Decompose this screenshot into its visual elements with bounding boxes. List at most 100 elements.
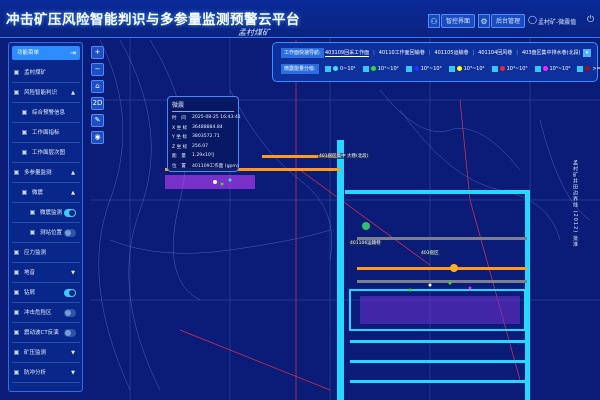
layer-toggle[interactable] [64, 229, 76, 237]
sensor-icon: ▣ [29, 209, 36, 216]
sidebar-item[interactable]: ▣ 冲击危险区 [12, 303, 80, 323]
sidebar-item[interactable]: ▣矿压监测▼ [12, 343, 80, 363]
sidebar-item-label: 工作面层次图 [32, 150, 66, 156]
map-label: 401106运输巷 [349, 240, 382, 246]
nav-label: 工作面快速导航: [281, 48, 324, 58]
nav-link[interactable]: 401104回风巷 [478, 50, 513, 56]
popup-title: 微震 [172, 100, 234, 112]
layer-toggle[interactable] [64, 329, 76, 337]
sidebar-item[interactable]: ▣测站位置 [12, 223, 80, 243]
palette-icon[interactable]: ◉ [91, 131, 104, 144]
popup-key: Z 坐 标 [172, 144, 188, 150]
boundary-label: 孟村矿井田边界线 (2012) 批准 [572, 160, 578, 248]
home-icon[interactable]: ⌂ [91, 80, 104, 93]
energy-dot-icon [499, 66, 505, 71]
energy-dot-icon [333, 66, 338, 71]
control-interface-button[interactable]: 智控界面 [441, 14, 476, 28]
hazard-icon: ▣ [13, 309, 20, 316]
sidebar-item-label: 冲击危险区 [24, 310, 52, 316]
chevron-icon[interactable]: ▼ [71, 270, 75, 276]
pen-icon[interactable]: ✎ [91, 114, 104, 127]
target-icon: ▣ [21, 149, 28, 156]
legend-item[interactable]: >=10⁷ [577, 64, 600, 74]
sidebar-item[interactable]: ▣地音▼ [12, 263, 80, 283]
sidebar-item[interactable]: ▣钻屑 [12, 283, 80, 303]
sidebar-item[interactable]: ▣风险智能判识▲ [12, 83, 80, 103]
sidebar-item-label: 微震监测 [40, 210, 63, 216]
zoom-out-icon[interactable]: − [91, 63, 104, 76]
energy-dot-icon [456, 66, 462, 71]
layer-toggle[interactable] [64, 309, 76, 317]
chevron-icon[interactable]: ▼ [71, 350, 75, 356]
collapse-menu-icon[interactable]: ⇥ [70, 49, 76, 57]
sidebar-item[interactable]: ▣多参量监测▲ [12, 163, 80, 183]
header: 冲击矿压风险智能判识与多参量监测预警云平台 孟村煤矿 ⚇ 智控界面 ⚙ 后台管理… [0, 0, 600, 38]
menu-header[interactable]: 功能菜单⇥ [12, 46, 80, 60]
mine-name: 孟村煤矿 [238, 28, 270, 37]
map-label: 403盘区 [420, 250, 440, 256]
legend-label: 10²~10³ [420, 66, 442, 72]
popup-value: 401109工作面 (gpm) [192, 163, 239, 169]
sidebar-item-label: 多参量监测 [24, 170, 52, 176]
sidebar-item[interactable]: ▣ 微震监测 [12, 203, 80, 223]
legend-label: >=10⁷ [592, 66, 600, 72]
popup-key: 时 间 [172, 116, 186, 121]
checkbox[interactable] [405, 65, 412, 72]
energy-dot-icon [585, 66, 591, 71]
layer-toggle[interactable] [64, 209, 76, 217]
sidebar-item[interactable]: ▣ 工作面层次图 [12, 143, 80, 163]
legend-item[interactable]: 10²~10³ [405, 64, 442, 74]
legend-item[interactable]: 10³~10⁴ [448, 64, 485, 74]
nav-link[interactable]: 40110工作面回输巷 [378, 50, 425, 56]
legend-item[interactable]: 10⁴~10⁵ [491, 64, 528, 74]
sidebar-item[interactable]: ▣ 微震 ▲ [12, 183, 80, 203]
checkbox[interactable] [325, 65, 331, 72]
layer-toggle[interactable] [64, 289, 76, 297]
checkbox[interactable] [362, 65, 369, 72]
sidebar-item[interactable]: ▣应力监测 [12, 243, 80, 263]
checkbox[interactable] [577, 65, 584, 72]
checkbox[interactable] [534, 65, 541, 72]
checkbox[interactable] [491, 65, 498, 72]
nav-link[interactable]: 403盘区集中排水巷(北段) [521, 50, 581, 56]
power-icon[interactable]: ⏻ [587, 15, 595, 25]
navigation-panel: 工作面快速导航: 403109回采工作面|40110工作面回输巷|401105运… [272, 42, 600, 82]
microseismic-events [213, 178, 472, 292]
legend-label: 10⁵~10⁶ [549, 66, 571, 72]
cluster-icon: ▣ [21, 189, 28, 196]
home-icon: ▣ [13, 69, 20, 76]
popup-value: 1.29x10³J [192, 153, 214, 159]
chevron-icon[interactable]: ▲ [71, 170, 75, 176]
sidebar-item[interactable]: ▣震动波CT反演 [12, 323, 80, 343]
sidebar-item-label: 风险智能判识 [24, 90, 58, 96]
nav-link[interactable]: 403109回采工作面 [325, 50, 370, 57]
sidebar-item[interactable]: ▣综合预警信息 [12, 103, 80, 123]
sidebar-item[interactable]: ▣防冲分析▼ [12, 363, 80, 383]
sidebar-item[interactable]: ▣工作面指标 [12, 123, 80, 143]
legend-label: 0~10¹ [340, 66, 356, 72]
checkbox[interactable] [448, 65, 455, 72]
user-name[interactable]: 孟村矿-微震值 [538, 19, 577, 26]
sidebar-item-label: 微震 [32, 190, 44, 196]
expand-icon[interactable]: ▾ [583, 49, 591, 57]
roadways [165, 140, 530, 400]
chevron-icon[interactable]: ▲ [71, 190, 75, 196]
popup-value: 2025-08-25 16:43:41 [192, 115, 241, 120]
chevron-icon[interactable]: ▼ [71, 370, 75, 376]
sidebar-item[interactable]: ▣ 孟村煤矿 [12, 63, 80, 83]
nav-link[interactable]: 401105运输巷 [434, 50, 469, 56]
legend-item[interactable]: 10⁵~10⁶ [534, 64, 571, 74]
zoom-in-icon[interactable]: + [91, 46, 104, 59]
gear-icon[interactable]: ⚙ [478, 14, 490, 28]
sidebar-item-label: 孟村煤矿 [24, 70, 47, 76]
monitor-icon[interactable]: ⚇ [428, 14, 440, 28]
chevron-icon[interactable]: ▲ [71, 90, 75, 96]
sidebar-item-label: 钻屑 [24, 290, 36, 296]
admin-button[interactable]: 后台管理 [491, 14, 526, 28]
sensor-icon: ▣ [29, 229, 36, 236]
2d-icon[interactable]: 2D [91, 97, 104, 110]
legend-item[interactable]: 10¹~10² [362, 64, 399, 74]
legend-item[interactable]: 0~10¹ [325, 64, 356, 74]
separator: | [428, 50, 431, 56]
